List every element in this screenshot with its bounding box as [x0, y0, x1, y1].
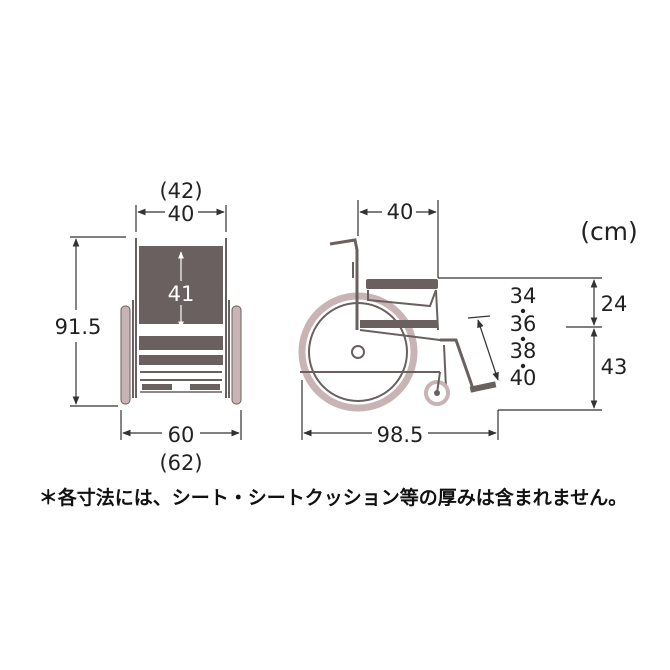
front-left-wheel: [120, 305, 131, 405]
front-right-wheel: [231, 305, 242, 405]
front-overall-width-label: 60: [168, 423, 195, 447]
front-view: 41 (42) 40 91.5 60 (62): [55, 179, 242, 475]
footnote: ＊各寸法には、シート・シートクッション等の厚みは含まれません。: [39, 486, 627, 509]
footrest-option-34: 34: [510, 284, 537, 308]
footrest-option-36: 36: [510, 312, 537, 336]
side-seat-height-label: 43: [601, 355, 628, 379]
front-seat: [139, 336, 223, 350]
front-width-label: 40: [168, 202, 195, 226]
side-armrest: [366, 279, 438, 289]
footrest-option-38: 38: [510, 339, 537, 363]
front-overall-width-parenthetical-label: (62): [159, 451, 202, 475]
side-armrest-height-label: 24: [601, 292, 628, 316]
side-footplate: [469, 381, 497, 393]
side-view: 40 24 43 34 36 38 40 98.5: [298, 200, 628, 447]
side-seat-depth-label: 40: [387, 200, 414, 224]
front-width-parenthetical-label: (42): [159, 179, 202, 203]
unit-label: (cm): [580, 217, 638, 246]
front-back-height-label: 41: [168, 282, 195, 306]
front-height-label: 91.5: [55, 315, 102, 339]
side-overall-length-label: 98.5: [377, 423, 424, 447]
footrest-option-40: 40: [510, 366, 537, 390]
side-seat: [360, 320, 438, 328]
side-caster: [424, 380, 450, 406]
